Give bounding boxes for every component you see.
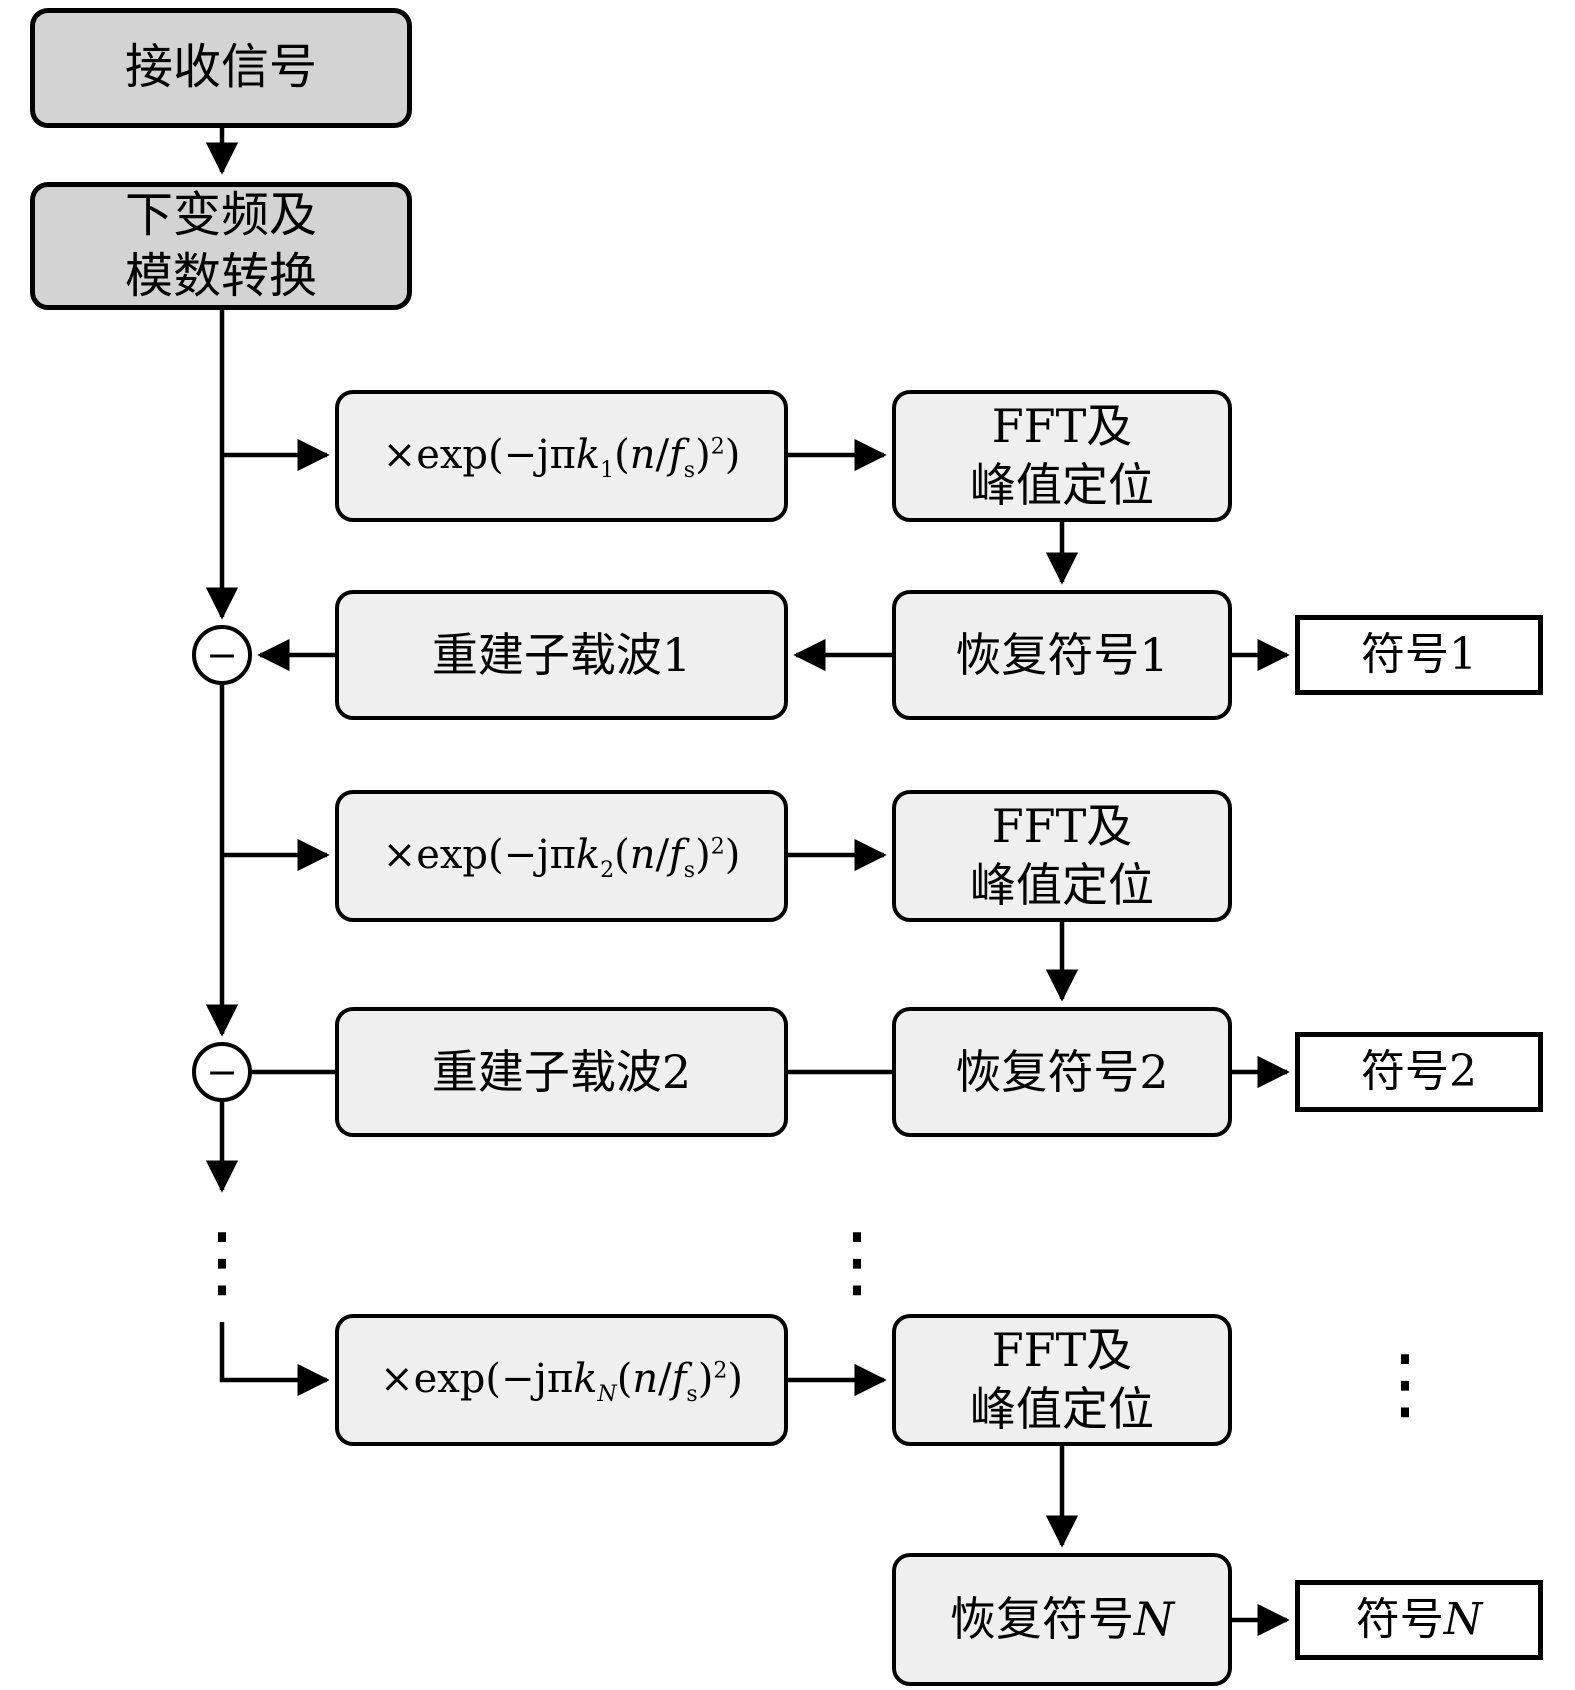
vertical-ellipsis-right: ⋮ xyxy=(1366,1339,1444,1429)
node-rebuild-subcarrier-1-label: 重建子载波1 xyxy=(431,627,692,682)
formula-2-text: ×exp(−jπk2(n/fs)2) xyxy=(382,832,741,884)
node-fft-peak-1: FFT及峰值定位 xyxy=(892,390,1232,522)
node-recover-symbol-N: 恢复符号N xyxy=(892,1553,1232,1686)
node-recover-symbol-N-label: 恢复符号N xyxy=(949,1592,1175,1647)
node-symbol-N-label: 符号N xyxy=(1355,1593,1483,1645)
minus-junction-1: − xyxy=(192,625,252,685)
node-recover-symbol-1-label: 恢复符号1 xyxy=(955,627,1169,682)
vertical-ellipsis-middle: ⋮ xyxy=(818,1217,896,1307)
node-fft-peak-N: FFT及峰值定位 xyxy=(892,1314,1232,1446)
node-rebuild-subcarrier-2: 重建子载波2 xyxy=(335,1007,788,1137)
node-symbol-2: 符号2 xyxy=(1295,1032,1543,1112)
arrow-elbow-to-formulaN xyxy=(219,1322,330,1397)
node-dechirp-formula-1: ×exp(−jπk1(n/fs)2) xyxy=(335,390,788,522)
node-symbol-1: 符号1 xyxy=(1295,615,1543,695)
minus-junction-2: − xyxy=(192,1042,252,1102)
node-dechirp-formula-N: ×exp(−jπkN(n/fs)2) xyxy=(335,1314,788,1446)
node-receive-signal-label: 接收信号 xyxy=(124,39,317,96)
node-recover-symbol-1: 恢复符号1 xyxy=(892,590,1232,720)
node-recover-symbol-2: 恢复符号2 xyxy=(892,1007,1232,1137)
minus-sign-1: − xyxy=(206,633,238,677)
formula-N-text: ×exp(−jπkN(n/fs)2) xyxy=(380,1356,743,1408)
node-fft-peak-2-label: FFT及峰值定位 xyxy=(970,799,1154,912)
node-rebuild-subcarrier-1: 重建子载波1 xyxy=(335,590,788,720)
node-fft-peak-2: FFT及峰值定位 xyxy=(892,790,1232,922)
node-symbol-2-label: 符号2 xyxy=(1361,1045,1477,1097)
node-dechirp-formula-2: ×exp(−jπk2(n/fs)2) xyxy=(335,790,788,922)
vertical-ellipsis-left: ⋮ xyxy=(183,1217,261,1307)
minus-sign-2: − xyxy=(206,1050,238,1094)
node-fft-peak-1-label: FFT及峰值定位 xyxy=(970,399,1154,512)
node-fft-peak-N-label: FFT及峰值定位 xyxy=(970,1323,1154,1436)
node-rebuild-subcarrier-2-label: 重建子载波2 xyxy=(431,1044,692,1099)
node-downconvert-adc: 下变频及 模数转换 xyxy=(30,182,412,310)
node-symbol-N: 符号N xyxy=(1295,1580,1543,1660)
node-recover-symbol-2-label: 恢复符号2 xyxy=(955,1044,1169,1099)
node-symbol-1-label: 符号1 xyxy=(1361,628,1477,680)
formula-1-text: ×exp(−jπk1(n/fs)2) xyxy=(382,432,741,484)
node-receive-signal: 接收信号 xyxy=(30,8,412,128)
node-downconvert-adc-label: 下变频及 模数转换 xyxy=(124,186,317,304)
